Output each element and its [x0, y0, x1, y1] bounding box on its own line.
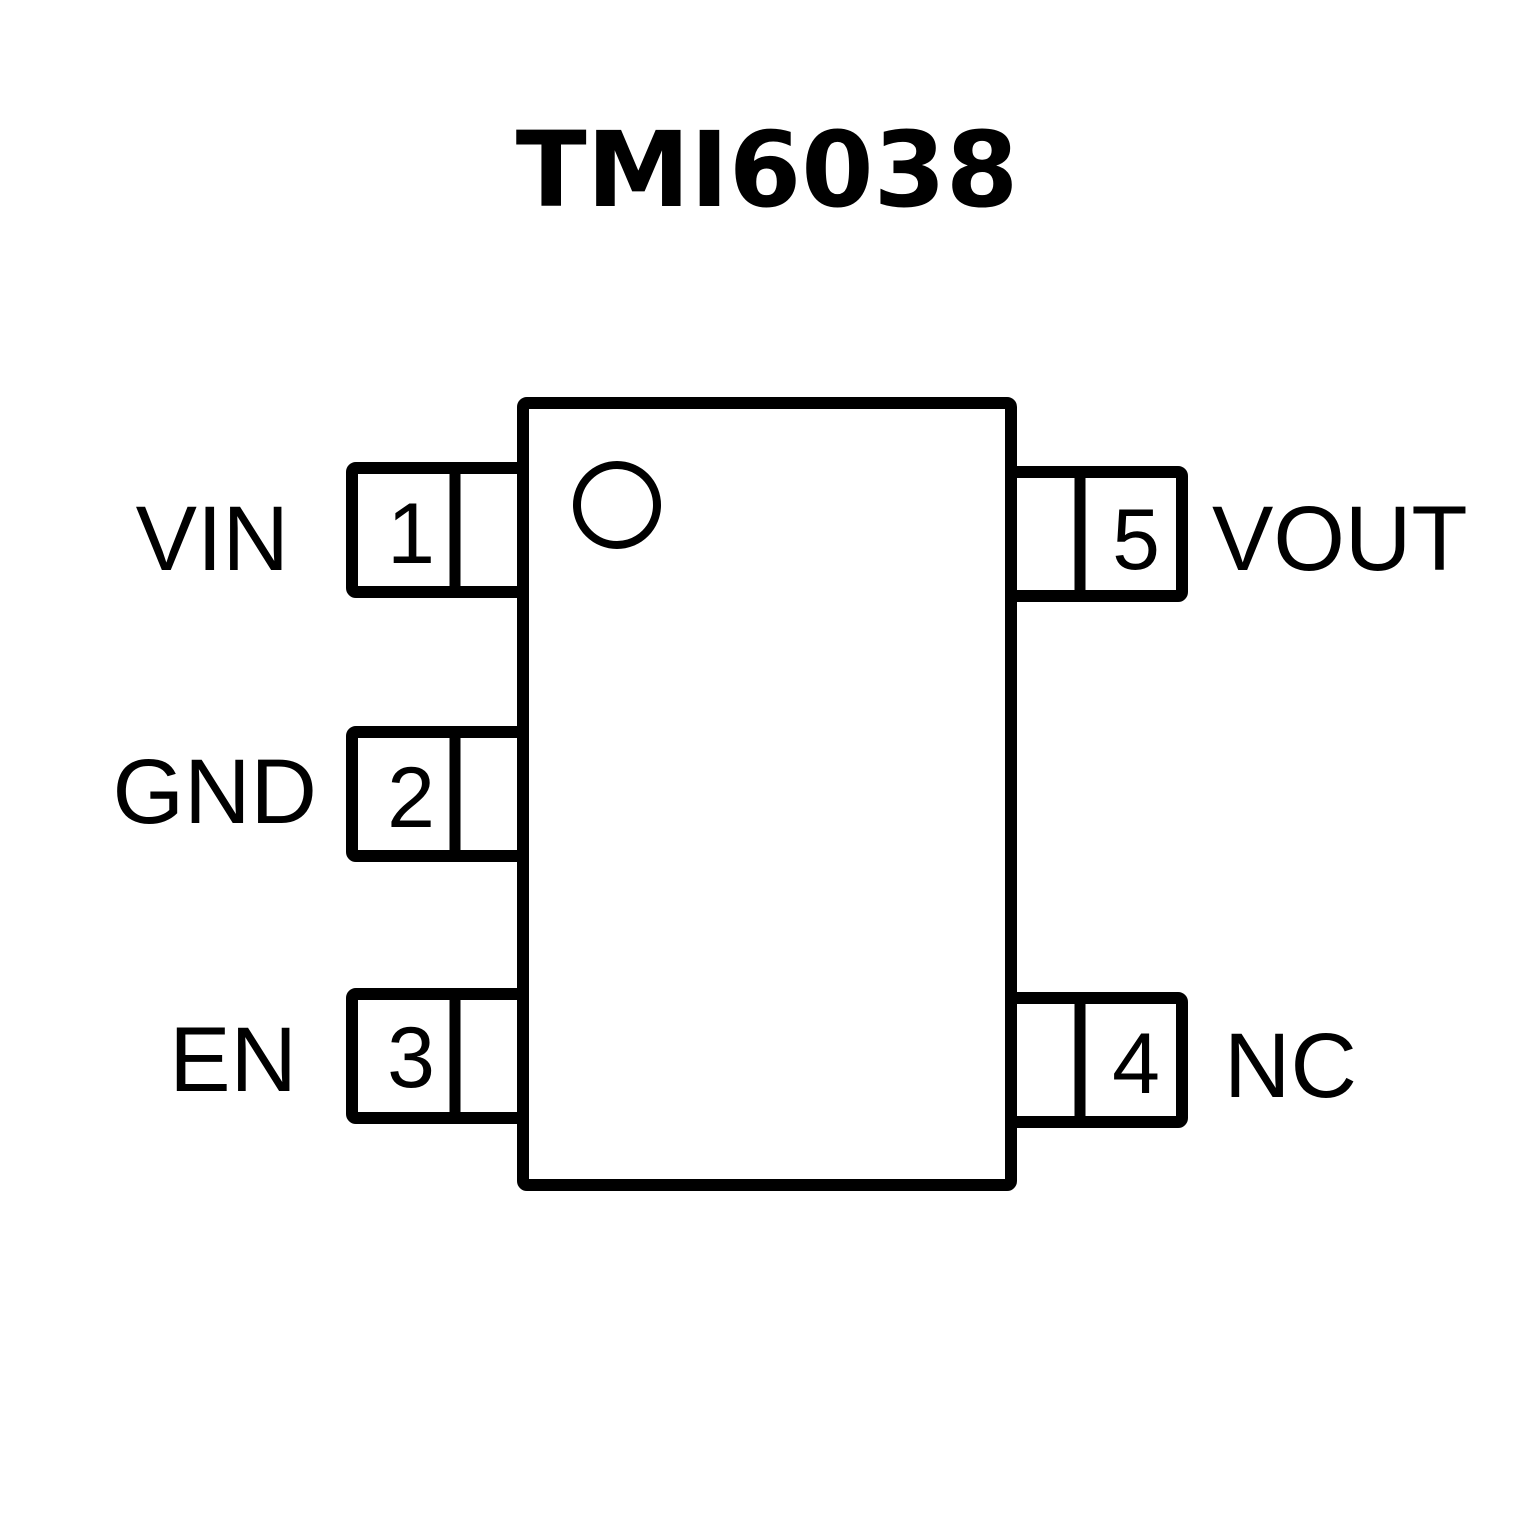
pin-1-label: VIN [136, 488, 289, 590]
pin-4-number: 4 [1112, 1016, 1160, 1112]
pin-1: 1 VIN [136, 462, 530, 598]
pin-5: 5 VOUT [1004, 466, 1468, 602]
pin1-marker-icon [573, 461, 661, 549]
pin-2-label: GND [113, 741, 317, 843]
pin-1-pad [346, 462, 530, 598]
chip-title: TMI6038 [516, 109, 1019, 231]
pin-2: 2 GND [113, 726, 530, 862]
pin-3-number: 3 [387, 1010, 435, 1106]
pin-5-number: 5 [1112, 492, 1160, 588]
pin-4: 4 NC [1004, 992, 1357, 1128]
package-body [517, 397, 1017, 1191]
pin-1-number: 1 [387, 486, 435, 582]
pin-2-number: 2 [387, 750, 435, 846]
pin-2-pad [346, 726, 530, 862]
pin-4-label: NC [1224, 1015, 1357, 1117]
pin-5-label: VOUT [1212, 488, 1468, 590]
pin-3-label: EN [169, 1009, 297, 1111]
pin-3-pad [346, 988, 530, 1124]
pin-3: 3 EN [169, 988, 530, 1124]
